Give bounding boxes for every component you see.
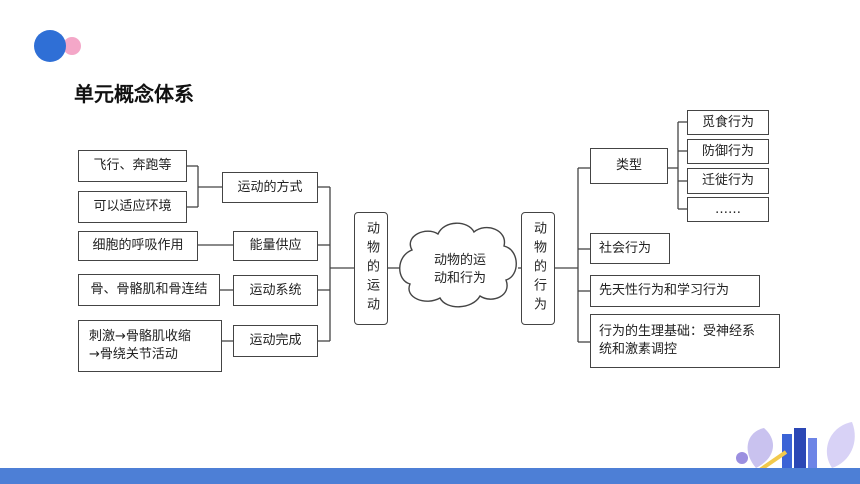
footer-bar xyxy=(0,468,860,484)
example-stimulus: 刺激→骨骼肌收缩 →骨绕关节活动 xyxy=(78,320,222,372)
right-hub-animal-behavior: 动物的行为 xyxy=(521,212,555,325)
example-adapt-environment: 可以适应环境 xyxy=(78,191,187,223)
behavior-physiological-basis: 行为的生理基础：受神经系 统和激素调控 xyxy=(590,314,780,368)
center-topic-line-1: 动物的运 xyxy=(433,253,486,268)
category-movement-system: 运动系统 xyxy=(233,275,318,306)
type-migration: 迁徙行为 xyxy=(687,168,769,194)
page-title: 单元概念体系 xyxy=(74,82,194,106)
circle-logo-icon xyxy=(34,30,81,62)
type-foraging: 觅食行为 xyxy=(687,110,769,135)
basis-line-1: 行为的生理基础：受神经系 xyxy=(599,324,756,339)
example-stimulus-line-1: 刺激→骨骼肌收缩 xyxy=(89,329,191,344)
category-movement-completion: 运动完成 xyxy=(233,325,318,357)
type-more: …… xyxy=(687,197,769,222)
center-topic: 动物的运 动和行为 xyxy=(408,252,512,288)
center-topic-line-2: 动和行为 xyxy=(433,271,486,286)
example-flying-running: 飞行、奔跑等 xyxy=(78,150,187,182)
example-cell-respiration: 细胞的呼吸作用 xyxy=(78,231,198,261)
behavior-social: 社会行为 xyxy=(590,233,670,264)
example-bone-muscle: 骨、骨骼肌和骨连结 xyxy=(78,274,220,306)
basis-line-2: 统和激素调控 xyxy=(599,342,678,357)
books-decoration-icon xyxy=(736,422,855,472)
cloud-shape xyxy=(399,222,517,308)
behavior-innate-learned: 先天性行为和学习行为 xyxy=(590,275,760,307)
example-stimulus-line-2: →骨绕关节活动 xyxy=(89,347,178,362)
behavior-type: 类型 xyxy=(590,148,668,184)
category-movement-mode: 运动的方式 xyxy=(222,172,318,203)
category-energy-supply: 能量供应 xyxy=(233,231,318,261)
type-defense: 防御行为 xyxy=(687,139,769,164)
left-hub-animal-movement: 动物的运动 xyxy=(354,212,388,325)
